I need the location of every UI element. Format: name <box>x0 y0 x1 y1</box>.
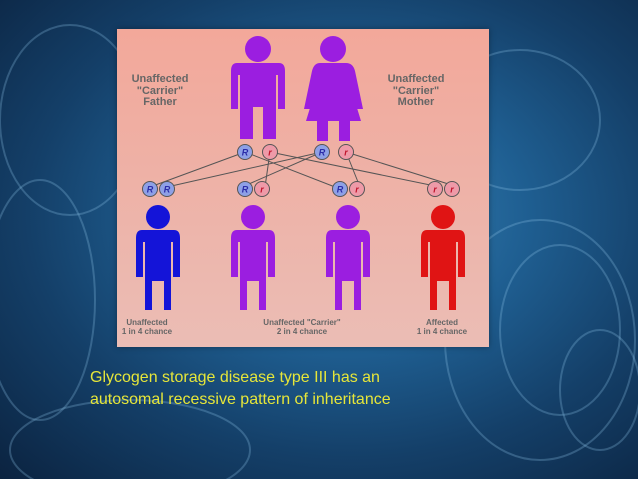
caption: Glycogen storage disease type III has an… <box>90 367 510 411</box>
caption-line-1: Glycogen storage disease type III has an <box>90 369 380 386</box>
caption-line-2: autosomal recessive pattern of inheritan… <box>90 391 391 408</box>
child-carrier-figure-2 <box>326 205 370 310</box>
svg-text:R: R <box>242 148 249 158</box>
svg-text:r: r <box>344 148 348 158</box>
inheritance-lines <box>149 151 459 188</box>
father-label: Unaffected "Carrier" Father <box>131 73 189 109</box>
child-1-allele-1: R <box>142 181 158 197</box>
mother-figure <box>304 36 363 141</box>
father-allele-2: r <box>262 144 278 160</box>
child-4-allele-2: r <box>444 181 460 197</box>
svg-text:r: r <box>355 185 359 195</box>
svg-text:r: r <box>260 185 264 195</box>
father-figure <box>231 36 285 139</box>
child-unaffected-figure <box>136 205 180 310</box>
mother-label: Unaffected "Carrier" Mother <box>387 73 445 109</box>
child-carrier-figure-1 <box>231 205 275 310</box>
child-label-carrier: Unaffected "Carrier" 2 in 4 chance <box>263 318 341 336</box>
svg-text:R: R <box>337 185 344 195</box>
child-2-allele-1: R <box>237 181 253 197</box>
child-3-allele-2: r <box>349 181 365 197</box>
mother-allele-1: R <box>314 144 330 160</box>
child-4-allele-1: r <box>427 181 443 197</box>
child-label-unaffected: Unaffected 1 in 4 chance <box>121 318 173 336</box>
svg-text:R: R <box>147 185 154 195</box>
child-affected-figure <box>421 205 465 310</box>
svg-text:R: R <box>242 185 249 195</box>
svg-text:r: r <box>268 148 272 158</box>
child-label-affected: Affected 1 in 4 chance <box>416 318 468 336</box>
svg-text:R: R <box>319 148 326 158</box>
father-allele-1: R <box>237 144 253 160</box>
mother-allele-2: r <box>338 144 354 160</box>
svg-text:r: r <box>450 185 454 195</box>
svg-text:R: R <box>164 185 171 195</box>
child-2-allele-2: r <box>254 181 270 197</box>
child-1-allele-2: R <box>159 181 175 197</box>
svg-text:r: r <box>433 185 437 195</box>
child-3-allele-1: R <box>332 181 348 197</box>
